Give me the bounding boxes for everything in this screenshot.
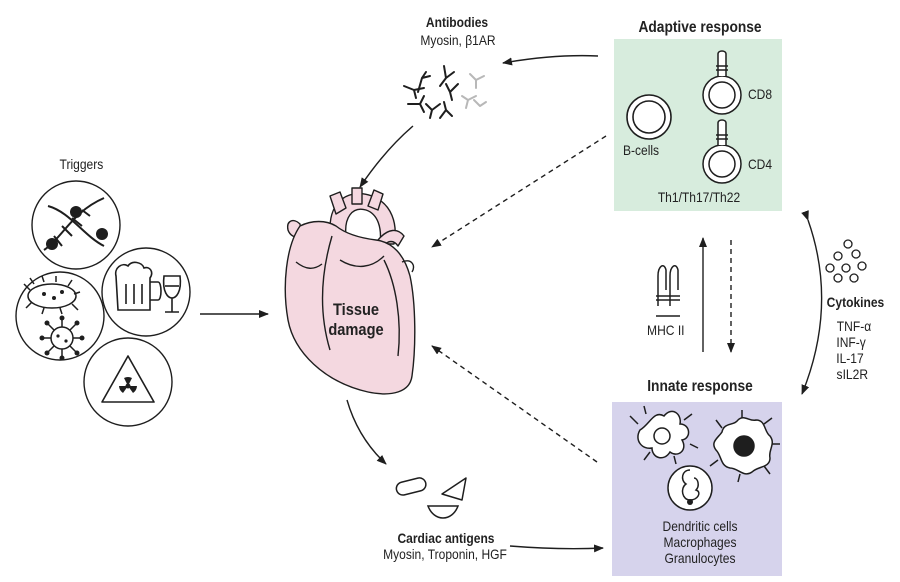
dendritic-cell-icon (629, 405, 699, 465)
arrow-antigens-to-innate (509, 544, 604, 553)
arrow-antibodies-to-heart (359, 125, 414, 188)
cardiac-antigens-subtitle: Myosin, Troponin, HGF (383, 546, 507, 562)
cytokines-title: Cytokines (826, 294, 885, 310)
cardiac-antigens-title: Cardiac antigens (397, 530, 495, 546)
t-cell-cd8-icon (702, 50, 742, 115)
cytokine-il17: IL-17 (836, 350, 864, 366)
radiation-icon (101, 355, 155, 403)
trigger-icons (15, 180, 191, 427)
antibody-icon (403, 65, 487, 119)
cytokine-dots-icon (825, 239, 867, 283)
beer-mug-icon (114, 261, 162, 311)
cytokine-inf: INF-γ (836, 334, 866, 350)
macrophage-icon (709, 410, 780, 483)
cytokine-sil2r: sIL2R (836, 366, 869, 382)
tissue-damage-label-line1: Tissue (332, 300, 380, 319)
triggers-label: Triggers (59, 156, 104, 172)
wine-glass-icon (162, 275, 182, 313)
tissue-damage-label-line2: damage (328, 320, 384, 339)
cytokine-tnf: TNF-α (836, 318, 872, 334)
cd8-label: CD8 (747, 86, 773, 102)
innate-response-title: Innate response (647, 378, 753, 395)
arrow-heart-to-antigens (346, 399, 387, 465)
arrows (200, 54, 823, 553)
virus-icon (43, 319, 81, 357)
arrow-cytokines-adaptive-innate (801, 210, 823, 395)
mhc-receptor-icon (656, 264, 680, 317)
mhc-label: MHC II (647, 322, 685, 338)
innate-item-macrophages: Macrophages (663, 534, 737, 550)
b-cell-icon (626, 94, 672, 140)
arrow-adaptive-to-antibodies (502, 54, 599, 66)
antibodies-subtitle: Myosin, β1AR (420, 32, 496, 48)
adaptive-response-title: Adaptive response (638, 19, 762, 36)
antigen-fragments-icon (395, 477, 467, 519)
granulocyte-icon (667, 465, 713, 511)
innate-item-granulocytes: Granulocytes (664, 550, 736, 566)
arrow-adaptive-to-heart-dashed (431, 135, 607, 248)
bacteria-icon (23, 275, 81, 315)
heart-icon (284, 187, 416, 395)
cd4-label: CD4 (747, 156, 773, 172)
th-subsets-label: Th1/Th17/Th22 (657, 189, 741, 205)
innate-item-dendritic: Dendritic cells (662, 518, 738, 534)
b-cells-label: B-cells (622, 142, 660, 158)
antibodies-title: Antibodies (425, 14, 489, 30)
t-cell-cd4-icon (702, 119, 742, 184)
arrow-innate-to-heart-dashed (431, 345, 598, 463)
